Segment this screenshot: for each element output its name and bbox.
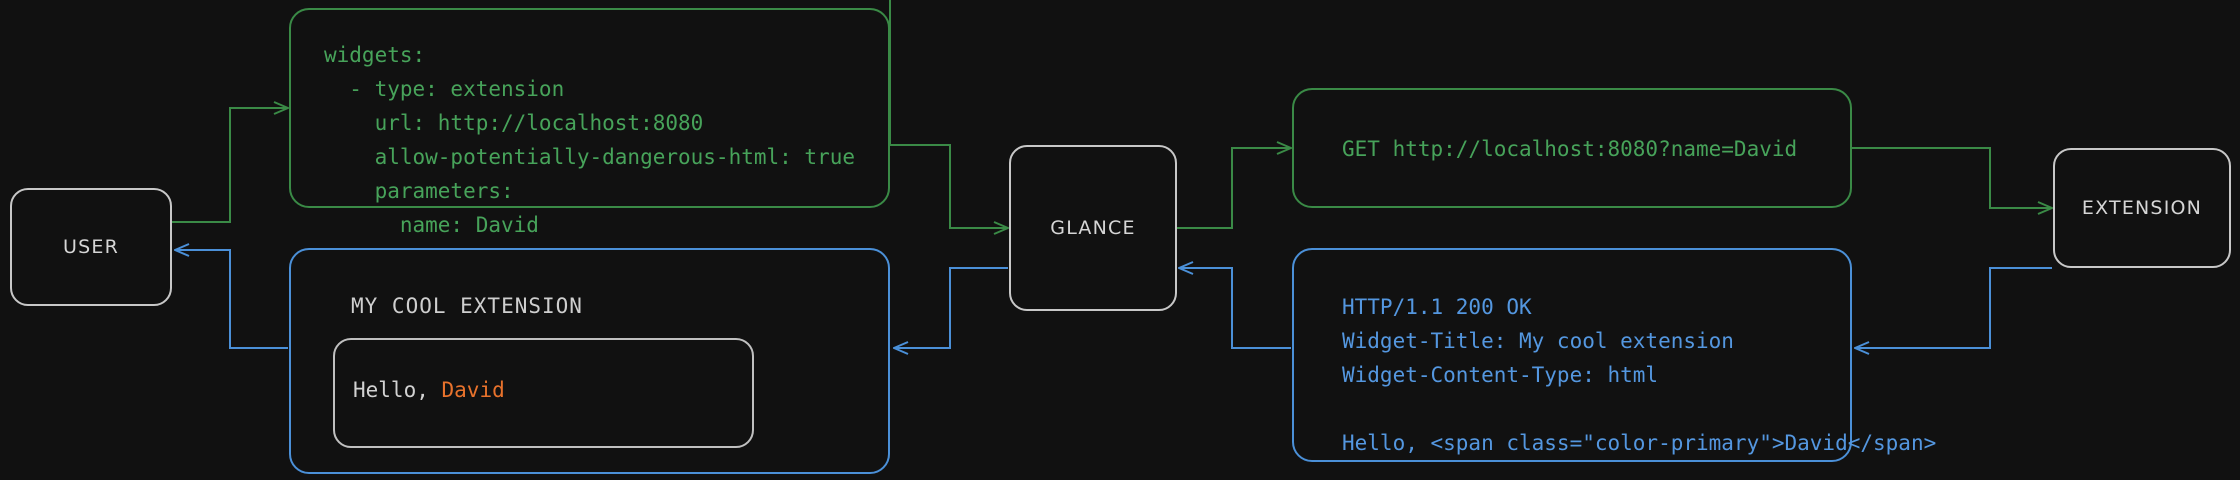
panel-config[interactable]: widgets: - type: extension url: http://l… <box>289 8 890 237</box>
config-code: widgets: - type: extension url: http://l… <box>324 43 856 237</box>
flow-rendered-widget-to-user <box>175 250 288 349</box>
rendered-widget-card <box>333 338 754 448</box>
greeting-prefix: Hello, <box>353 378 442 402</box>
flow-config-to-glance <box>889 0 1008 228</box>
flow-glance-to-get-request <box>1176 148 1291 229</box>
rendered-widget-title: MY COOL EXTENSION <box>351 294 583 318</box>
get-request-code: GET http://localhost:8080?name=David <box>1342 137 1798 161</box>
rendered-widget-greeting: Hello, David <box>353 378 505 402</box>
greeting-name: David <box>441 378 505 402</box>
node-user-label: USER <box>63 236 119 258</box>
flow-http-response-to-glance <box>1179 268 1291 349</box>
flow-glance-to-rendered-widget <box>894 267 1008 348</box>
node-glance-label: GLANCE <box>1050 217 1136 239</box>
panel-rendered-widget[interactable]: MY COOL EXTENSION Hello, David <box>289 248 890 474</box>
panel-get-request[interactable]: GET http://localhost:8080?name=David <box>1292 88 1852 208</box>
node-user[interactable]: USER <box>10 188 172 306</box>
panel-http-response[interactable]: HTTP/1.1 200 OK Widget-Title: My cool ex… <box>1292 248 1936 462</box>
flow-user-to-config <box>172 108 288 223</box>
flow-get-request-to-extension <box>1852 147 2052 208</box>
http-response-code: HTTP/1.1 200 OK Widget-Title: My cool ex… <box>1342 295 1937 455</box>
node-extension[interactable]: EXTENSION <box>2053 148 2231 268</box>
node-extension-label: EXTENSION <box>2081 197 2203 219</box>
node-glance[interactable]: GLANCE <box>1009 145 1177 311</box>
